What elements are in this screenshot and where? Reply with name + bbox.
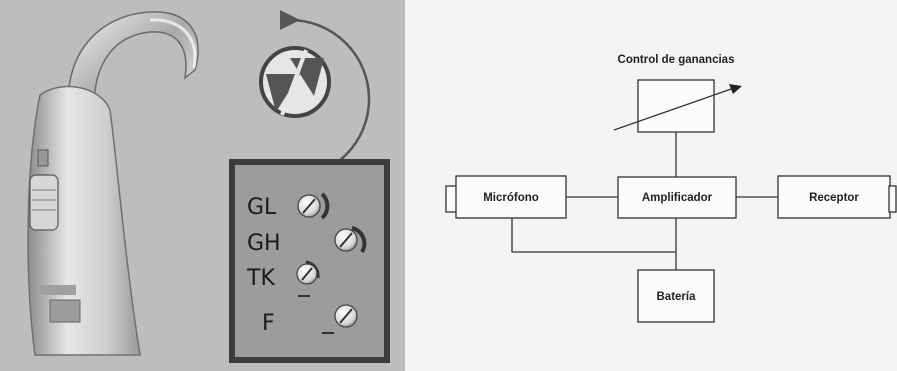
gain-control-box <box>637 79 715 133</box>
battery-label: Batería <box>657 291 697 303</box>
receiver-label: Receptor <box>809 192 859 204</box>
ear-hook <box>67 11 199 121</box>
trimmer-screw-gh <box>334 226 367 254</box>
trimmer-screw-f <box>322 304 358 334</box>
program-switch <box>37 149 49 167</box>
block-diagram: Control de ganancias Micrófono Amplifica… <box>445 54 897 323</box>
trimmer-label-gh: GH <box>247 231 281 256</box>
amplifier-box <box>617 176 737 219</box>
trimmer-screw-gl <box>297 192 330 220</box>
trimmer-label-f: F <box>262 311 275 336</box>
receiver-box <box>777 175 891 219</box>
gain-control-title: Control de ganancias <box>618 54 735 66</box>
variable-resistor-icon <box>613 87 735 131</box>
volume-wheel <box>29 174 59 231</box>
hearing-aid-illustration <box>27 11 199 356</box>
microphone-label: Micrófono <box>483 192 539 204</box>
amplifier-label: Amplificador <box>642 192 713 204</box>
receiver-connector <box>888 185 897 213</box>
trimmer-label-gl: GL <box>247 195 277 220</box>
wire-mic-battery <box>511 218 676 253</box>
battery-box <box>637 269 715 323</box>
microphone-box <box>455 175 567 219</box>
trimmer-label-tk: TK <box>246 266 275 291</box>
trimmer-screw-tk <box>296 260 320 297</box>
rotation-indicator <box>259 9 371 180</box>
trimmer-panel: GL GH TK F <box>229 159 390 363</box>
